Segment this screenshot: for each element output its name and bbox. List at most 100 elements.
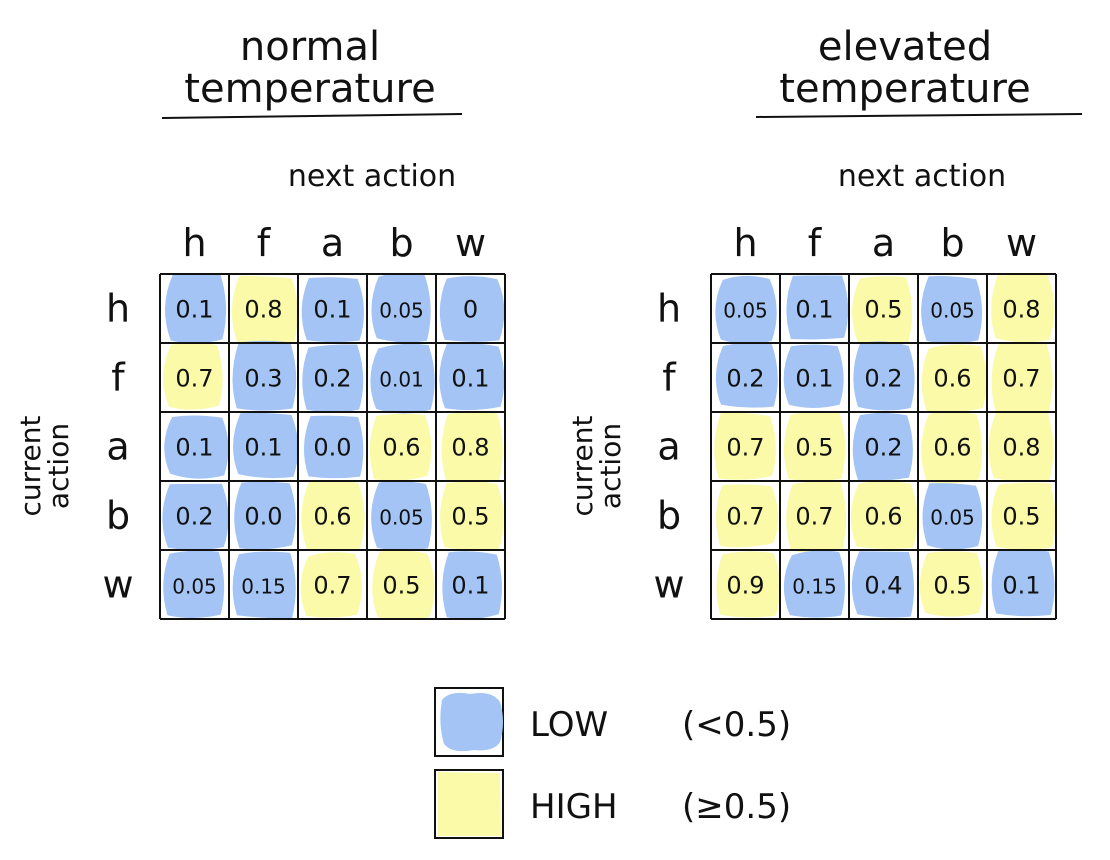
cell-value: 0.7: [1002, 365, 1040, 393]
col-label-w: w: [455, 221, 486, 265]
cell-fill: [369, 413, 432, 481]
cell-value: 0.1: [451, 572, 489, 600]
cell-value: 0.1: [175, 434, 213, 462]
cell-value: 0.7: [726, 434, 764, 462]
cell-fill: [991, 548, 1055, 617]
cell-fill: [439, 276, 505, 342]
cell-value: 0.9: [726, 572, 764, 600]
col-label-h: h: [733, 221, 757, 265]
cell-fill: [921, 275, 983, 344]
cell-value: 0.15: [241, 575, 286, 599]
cell-fill: [371, 481, 432, 551]
row-label-a: a: [106, 425, 129, 469]
cell-fill: [716, 484, 779, 548]
cell-value: 0.1: [244, 434, 282, 462]
cell-fill: [163, 342, 223, 410]
col-label-f: f: [808, 221, 823, 265]
cell-fill: [439, 342, 505, 411]
cell-value: 0.05: [723, 299, 768, 323]
cell-value: 0.7: [313, 572, 351, 600]
row-label-b: b: [657, 494, 681, 538]
cell-value: 0.5: [1002, 503, 1040, 531]
legend-low-label: LOW: [530, 705, 608, 745]
legend-low-range: (<0.5): [682, 705, 791, 745]
row-axis-label-line1: current: [566, 415, 599, 516]
cell-fill: [783, 550, 845, 618]
cell-value: 0.05: [172, 575, 217, 599]
cell-fill: [370, 343, 435, 414]
cell-value: 0.05: [930, 506, 975, 530]
row-label-f: f: [662, 356, 677, 400]
cell-fill: [991, 341, 1053, 415]
col-axis-label: next action: [288, 159, 456, 194]
cell-value: 0.7: [795, 503, 833, 531]
cell-value: 0.5: [795, 434, 833, 462]
cell-value: 0: [463, 296, 478, 324]
cell-value: 0.15: [792, 575, 837, 599]
cell-fill: [853, 341, 915, 411]
cell-value: 0.8: [244, 296, 282, 324]
row-axis-label-line2: action: [42, 423, 75, 509]
cell-fill: [165, 273, 227, 344]
row-label-a: a: [657, 425, 680, 469]
matrix-grid: [710, 273, 1057, 620]
panel-title-line2: temperature: [184, 66, 435, 112]
row-label-w: w: [102, 563, 133, 607]
cell-fill: [232, 340, 297, 411]
cell-fill: [371, 273, 431, 343]
cell-fill: [921, 411, 983, 484]
cell-value: 0.01: [379, 368, 424, 392]
cell-value: 0.1: [313, 296, 351, 324]
panel-title-line2: temperature: [779, 66, 1030, 112]
row-label-b: b: [106, 494, 130, 538]
cell-value: 0.0: [313, 434, 351, 462]
cell-value: 0.4: [864, 572, 902, 600]
cell-fill: [234, 481, 296, 550]
col-label-b: b: [940, 221, 964, 265]
cell-value: 0.1: [795, 296, 833, 324]
row-label-w: w: [653, 563, 684, 607]
cell-value: 0.8: [1002, 434, 1040, 462]
cell-fill: [440, 481, 504, 551]
cell-fill: [991, 482, 1056, 550]
cell-fill: [852, 412, 913, 481]
cell-fill: [991, 274, 1055, 343]
col-label-a: a: [872, 221, 895, 265]
row-label-h: h: [657, 287, 681, 331]
col-label-a: a: [321, 221, 344, 265]
col-axis-label: next action: [838, 159, 1006, 194]
legend-high-range: (≥0.5): [682, 787, 791, 827]
cell-value: 0.2: [313, 365, 351, 393]
cell-fill: [441, 411, 503, 484]
panel-title-underline: [161, 113, 463, 119]
cell-fill: [303, 415, 364, 479]
cell-fill: [233, 412, 299, 479]
col-label-h: h: [182, 221, 206, 265]
cell-value: 0.6: [933, 434, 971, 462]
cell-fill: [163, 550, 225, 619]
cell-value: 0.1: [1002, 572, 1040, 600]
cell-fill: [783, 344, 844, 408]
cell-fill: [786, 481, 846, 553]
cell-fill: [372, 550, 435, 620]
col-label-f: f: [257, 221, 272, 265]
cell-value: 0.7: [726, 503, 764, 531]
cell-fill: [716, 551, 781, 618]
cell-fill: [919, 551, 983, 617]
cell-value: 0.5: [451, 503, 489, 531]
cell-fill: [852, 276, 913, 345]
col-label-w: w: [1006, 221, 1037, 265]
cell-fill: [922, 483, 983, 550]
cell-value: 0.0: [244, 503, 282, 531]
cell-value: 0.6: [933, 365, 971, 393]
panel-title-line1: elevated: [818, 24, 992, 70]
legend-high-swatch-fill: [438, 772, 501, 836]
panel-title-line1: normal: [240, 24, 380, 70]
cell-value: 0.8: [451, 434, 489, 462]
